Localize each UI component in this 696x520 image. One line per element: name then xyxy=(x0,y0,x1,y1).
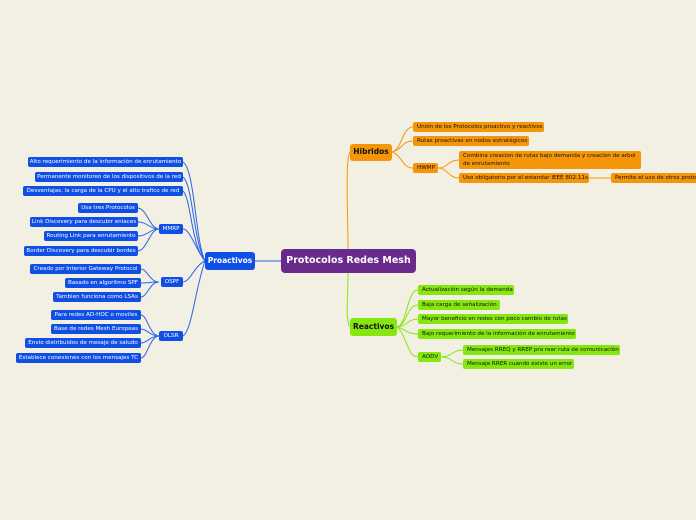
olsr-item[interactable]: Base de redes Mesh Europeas xyxy=(51,324,141,334)
hwmp-item[interactable]: Combina creacion de rutas bajo demanda y… xyxy=(459,151,641,169)
subtopic-olsr[interactable]: OLSR xyxy=(159,331,183,341)
olsr-item[interactable]: Envio distribuidos de mesaje de saludo xyxy=(25,338,141,348)
proactivos-item[interactable]: Permanente monitoreo de los dispositivos… xyxy=(35,172,183,182)
root-topic[interactable]: Protocolos Redes Mesh xyxy=(281,249,416,273)
ospf-item[interactable]: Tambien funciona como LSAs xyxy=(53,292,141,302)
hwmp-item[interactable]: Uso obligatorio por el estandar IEEE 802… xyxy=(459,173,589,183)
aodv-item[interactable]: Mensajes RREQ y RREP pra rear ruta de co… xyxy=(463,345,620,355)
hibridos-item[interactable]: Rutas proactivas en nodos estratégicos xyxy=(413,136,529,146)
mmrp-item[interactable]: Routing Link para enrutamiento xyxy=(44,231,138,241)
subtopic-aodv[interactable]: AODV xyxy=(418,352,441,362)
topic-proactivos[interactable]: Proactivos xyxy=(205,252,255,270)
hibridos-item[interactable]: Unión de los Protocolos proactivo y reac… xyxy=(413,122,544,132)
mmrp-item[interactable]: Usa tres Protocolos xyxy=(78,203,138,213)
reactivos-item[interactable]: Mayor beneficio en redes con poco cambio… xyxy=(418,314,568,324)
topic-reactivos[interactable]: Reactivos xyxy=(350,318,397,336)
olsr-item[interactable]: Establece conexiones con los mensajes TC xyxy=(16,353,141,363)
mmrp-item[interactable]: Link Discovery para descubir enlaces xyxy=(30,217,138,227)
ospf-item[interactable]: Basado en algoritmo SPF xyxy=(65,278,141,288)
subtopic-hwmp[interactable]: HWMP xyxy=(413,163,438,173)
proactivos-item[interactable]: Alto requerimiento de la información de … xyxy=(28,157,183,167)
hwmp-subitem[interactable]: Permite el uso de otros proto xyxy=(611,173,696,183)
reactivos-item[interactable]: Actualización según la demanda xyxy=(418,285,514,295)
subtopic-mmrp[interactable]: MMRP xyxy=(159,224,183,234)
aodv-item[interactable]: Mensaje RRER cuando existe un error xyxy=(463,359,574,369)
topic-hibridos[interactable]: Hibridos xyxy=(350,144,392,161)
mmrp-item[interactable]: Border Discovery para descubir bordes xyxy=(24,246,138,256)
olsr-item[interactable]: Para redes AD-HOC o moviles xyxy=(51,310,141,320)
ospf-item[interactable]: Creado por Interior Gateway Protocol xyxy=(30,264,141,274)
subtopic-ospf[interactable]: OSPF xyxy=(161,277,183,287)
reactivos-item[interactable]: Baja carga de señalización xyxy=(418,300,500,310)
reactivos-item[interactable]: Bajo requerimiento de la información de … xyxy=(418,329,576,339)
proactivos-item[interactable]: Desventajas, la carga de la CPU y el alt… xyxy=(23,186,183,196)
